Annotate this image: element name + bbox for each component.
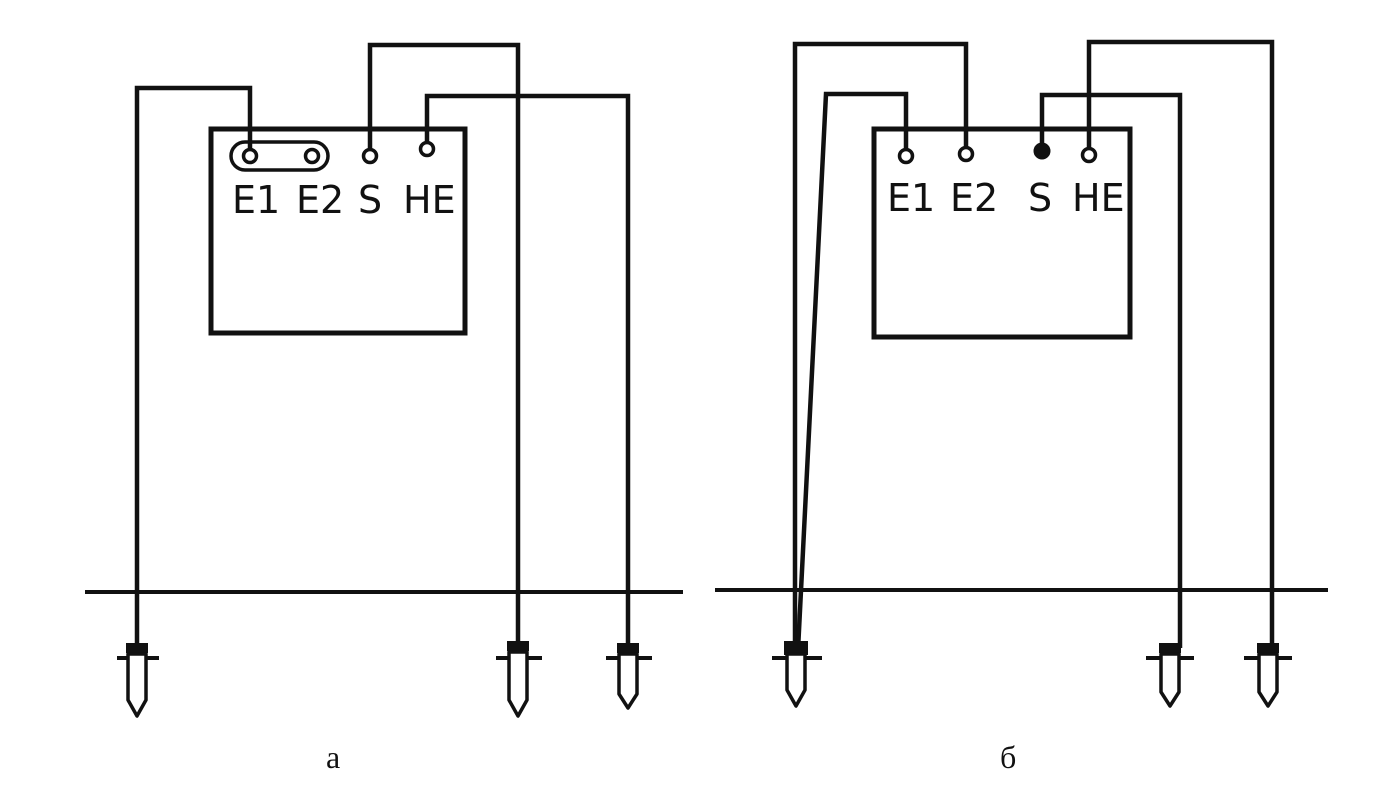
terminal-e2-b [957, 145, 975, 163]
wire-a-he-to-right-probe [424, 93, 631, 650]
label-e2-b: E2 [950, 176, 998, 220]
label-e2-a: E2 [296, 178, 344, 222]
wire-b-e2-to-left-probe [792, 41, 969, 650]
terminal-he-b [1080, 146, 1098, 164]
terminal-s-a [361, 147, 379, 165]
label-he-a: HE [403, 178, 456, 222]
wire-a-e1-to-left-probe [134, 85, 253, 650]
wire-a-s-to-mid-probe [367, 42, 521, 648]
ground-probe-b-mid [1146, 643, 1194, 708]
wire-b-s-to-mid-probe [1039, 92, 1183, 648]
ground-probe-b-right [1244, 643, 1292, 708]
caption-b: б [1000, 739, 1016, 775]
label-s-b: S [1028, 176, 1052, 220]
terminal-e1-a [241, 147, 259, 165]
diagram-a: E1 E2 S HE а [85, 42, 683, 775]
terminal-s-b [1033, 142, 1051, 160]
wire-b-he-to-right-probe [1086, 39, 1275, 648]
diagram-b: E1 E2 S HE б [715, 39, 1328, 775]
terminal-e1-b [897, 147, 915, 165]
ground-probe-a-mid [496, 641, 542, 718]
terminal-he-a [418, 140, 436, 158]
instrument-box-b [871, 126, 1133, 340]
label-s-a: S [358, 178, 382, 222]
caption-a: а [326, 739, 340, 775]
jumper-e1-e2-a [229, 140, 330, 172]
ground-probe-a-right [606, 643, 652, 710]
terminal-e2-a [303, 147, 321, 165]
instrument-box-a [208, 126, 468, 336]
label-he-b: HE [1072, 176, 1125, 220]
wire-b-e1-to-left-probe [795, 91, 909, 651]
ground-probe-b-left [772, 641, 822, 708]
label-e1-b: E1 [887, 176, 935, 220]
ground-probe-a-left [117, 643, 159, 718]
label-e1-a: E1 [232, 178, 280, 222]
